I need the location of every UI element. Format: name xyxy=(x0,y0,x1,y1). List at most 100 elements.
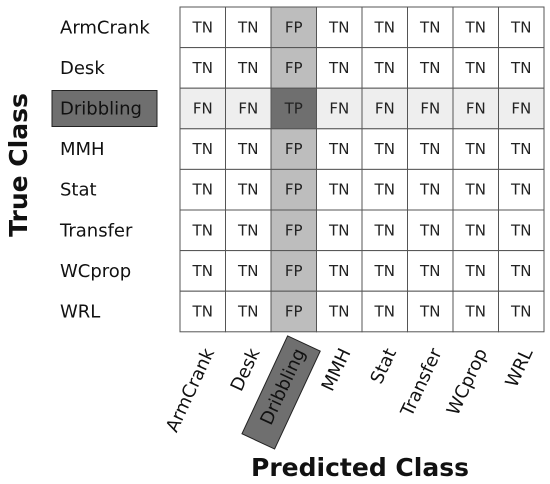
matrix-cell-label: TN xyxy=(374,262,395,280)
matrix-cell-label: TN xyxy=(419,140,440,158)
matrix-cell-tn xyxy=(498,209,545,252)
row-labels: ArmCrankDeskDribblingMMHStatTransferWCpr… xyxy=(51,17,158,323)
matrix-cell-tp xyxy=(270,87,317,130)
matrix-cell-fp xyxy=(270,128,317,170)
matrix-cell-label: FN xyxy=(511,100,531,118)
column-label-group: ArmCrank xyxy=(162,345,219,436)
column-label-group: Transfer xyxy=(396,345,446,421)
matrix-cell-label: FP xyxy=(285,262,303,280)
matrix-cell-label: TN xyxy=(237,140,258,158)
matrix-cell-label: TN xyxy=(510,303,531,321)
matrix-cell-label: FN xyxy=(238,100,258,118)
matrix-cell-tn xyxy=(225,47,272,89)
matrix-cell-label: TN xyxy=(192,18,213,36)
row-label: Transfer xyxy=(59,220,133,241)
matrix-cell-tn xyxy=(179,6,226,49)
matrix-cell-label: FP xyxy=(285,221,303,239)
matrix-cell-tn xyxy=(316,168,363,211)
matrix-cell-tn xyxy=(407,290,454,333)
matrix-cell-tn xyxy=(361,168,408,211)
matrix-cell-label: FN xyxy=(420,100,440,118)
matrix-cell-label: TN xyxy=(237,303,258,321)
matrix-cell-label: TN xyxy=(328,303,349,321)
matrix-cell-label: FP xyxy=(285,140,303,158)
matrix-cell-label: TN xyxy=(374,303,395,321)
matrix-cell-tn xyxy=(225,6,272,49)
matrix-cell-tn xyxy=(498,168,545,211)
matrix-cell-label: TN xyxy=(419,221,440,239)
row-label: WRL xyxy=(60,302,100,323)
x-axis-title: Predicted Class xyxy=(251,453,469,482)
column-label: WCprop xyxy=(443,345,492,418)
matrix-cell-tn xyxy=(452,128,499,170)
matrix-cell-tn xyxy=(316,290,363,333)
matrix-cell-fn xyxy=(407,87,454,130)
matrix-cell-tn xyxy=(407,47,454,89)
matrix-cell-label: TN xyxy=(374,18,395,36)
matrix-cell-tn xyxy=(452,250,499,292)
matrix-cell-tn xyxy=(361,209,408,252)
column-label: MMH xyxy=(318,345,356,394)
matrix-cell-label: TN xyxy=(419,303,440,321)
matrix-cell-label: TN xyxy=(328,221,349,239)
matrix-cell-tn xyxy=(407,6,454,49)
matrix-cell-label: TN xyxy=(237,59,258,77)
matrix-cell-label: FN xyxy=(193,100,213,118)
matrix-cell-label: TN xyxy=(374,140,395,158)
matrix-cell-tn xyxy=(407,209,454,252)
matrix-cell-label: TN xyxy=(465,303,486,321)
matrix-cell-fp xyxy=(270,209,317,252)
matrix-cell-label: TN xyxy=(328,181,349,199)
matrix-cell-label: TN xyxy=(419,18,440,36)
matrix-cell-label: TN xyxy=(237,221,258,239)
matrix-cell-label: TN xyxy=(374,59,395,77)
matrix-cell-fn xyxy=(498,87,545,130)
matrix-cell-tn xyxy=(316,128,363,170)
matrix-cell-label: TN xyxy=(510,262,531,280)
matrix-cell-label: TN xyxy=(510,18,531,36)
matrix-cell-tn xyxy=(179,250,226,292)
column-label-group: WRL xyxy=(501,345,537,390)
matrix-cell-label: TN xyxy=(419,59,440,77)
matrix-cell-label: TN xyxy=(465,140,486,158)
matrix-cell-label: TN xyxy=(374,181,395,199)
matrix-cell-label: TN xyxy=(192,181,213,199)
matrix-cell-fn xyxy=(179,87,226,130)
matrix-cell-label: TN xyxy=(192,262,213,280)
matrix-cell-label: FN xyxy=(329,100,349,118)
matrix-cell-fn xyxy=(361,87,408,130)
matrix-cell-label: TN xyxy=(237,262,258,280)
matrix-cell-tn xyxy=(498,250,545,292)
matrix-cell-tn xyxy=(225,209,272,252)
column-label: Transfer xyxy=(396,345,446,421)
column-label-highlight-box xyxy=(241,335,321,450)
matrix-cell-tn xyxy=(498,6,545,49)
matrix-cell-label: TN xyxy=(192,140,213,158)
matrix-cell-tn xyxy=(452,209,499,252)
matrix-cell-label: TN xyxy=(237,18,258,36)
matrix-cell-label: FN xyxy=(466,100,486,118)
matrix-cell-label: TN xyxy=(328,140,349,158)
matrix-cell-label: TN xyxy=(510,181,531,199)
matrix-cell-label: TN xyxy=(465,262,486,280)
matrix-cell-label: TN xyxy=(192,303,213,321)
column-label-group: MMH xyxy=(318,345,356,394)
matrix-cell-label: TN xyxy=(419,262,440,280)
matrix-cell-fp xyxy=(270,290,317,333)
matrix-cell-label: FP xyxy=(285,303,303,321)
row-label: Desk xyxy=(60,58,105,79)
matrix-cell-label: TN xyxy=(510,140,531,158)
matrix-cell-label: TN xyxy=(192,59,213,77)
matrix-cell-label: TN xyxy=(328,18,349,36)
matrix-cell-tn xyxy=(361,128,408,170)
column-label-group: WCprop xyxy=(443,345,492,418)
matrix-cell-label: FP xyxy=(285,18,303,36)
row-label-highlight-box xyxy=(51,90,158,127)
matrix-cell-tn xyxy=(498,290,545,333)
matrix-cell-tn xyxy=(452,168,499,211)
matrix-cell-label: TN xyxy=(510,59,531,77)
matrix-cell-tn xyxy=(361,250,408,292)
matrix-cell-label: FN xyxy=(375,100,395,118)
matrix-cell-label: TN xyxy=(465,59,486,77)
